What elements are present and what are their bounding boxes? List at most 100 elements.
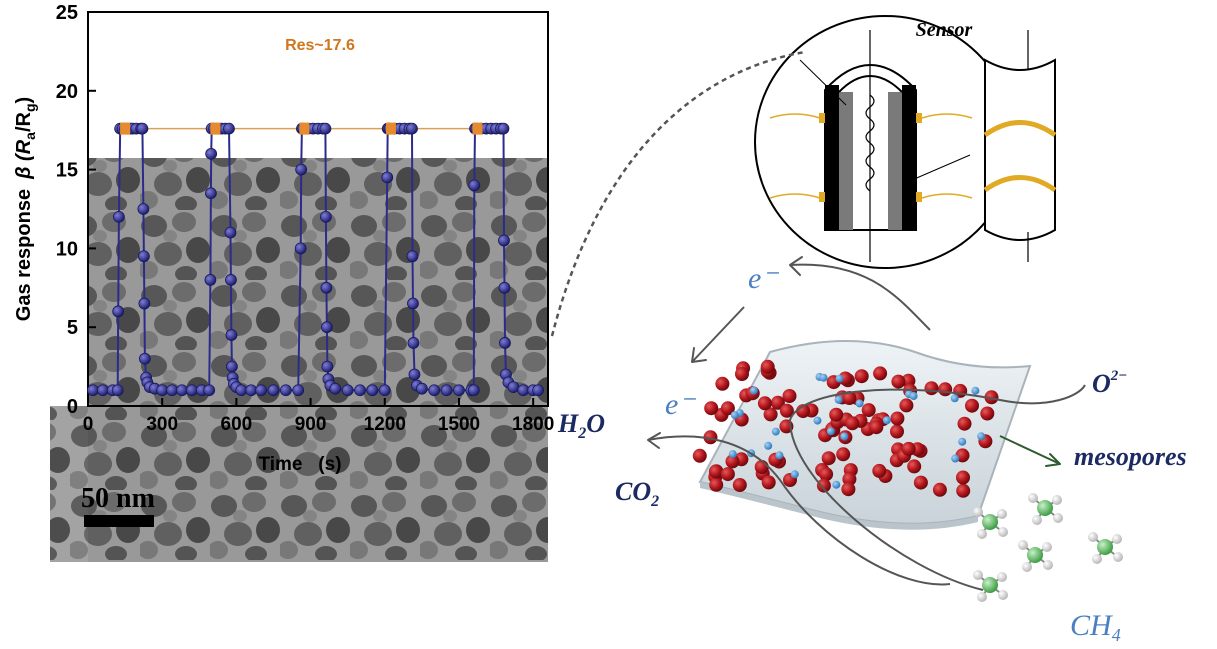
data-marker bbox=[255, 384, 268, 397]
oxide-sphere bbox=[735, 367, 749, 381]
data-marker bbox=[378, 384, 391, 397]
carbon-atom bbox=[1037, 500, 1053, 516]
sensor-label: Sensor bbox=[916, 19, 973, 41]
peak-marker bbox=[223, 122, 235, 135]
dopant-sphere bbox=[790, 470, 799, 479]
scale-bar: 50 nm bbox=[81, 483, 155, 527]
dopant-sphere bbox=[950, 394, 959, 403]
data-marker bbox=[137, 250, 150, 263]
oxide-sphere bbox=[819, 467, 834, 482]
carbon-atom bbox=[982, 577, 998, 593]
data-marker bbox=[498, 281, 511, 294]
methane-molecule bbox=[1018, 540, 1053, 572]
oxide-sphere bbox=[984, 390, 999, 405]
data-marker bbox=[408, 368, 421, 381]
hydrogen-atom bbox=[1043, 560, 1053, 570]
hydrogen-atom bbox=[1088, 532, 1098, 542]
peak-marker bbox=[319, 122, 332, 135]
data-marker bbox=[185, 384, 198, 397]
oxide-sphere bbox=[782, 389, 797, 403]
hydrogen-atom bbox=[973, 507, 983, 517]
hydrogen-atom bbox=[1112, 534, 1122, 544]
oxide-sphere bbox=[842, 391, 857, 405]
plot-frame bbox=[87, 11, 549, 407]
hydrogen-atom bbox=[973, 570, 983, 580]
electron-label-top: e⁻ bbox=[748, 262, 779, 295]
data-marker bbox=[341, 384, 354, 397]
data-marker bbox=[468, 179, 481, 192]
data-marker bbox=[225, 329, 238, 341]
data-marker bbox=[204, 274, 217, 286]
data-marker bbox=[407, 337, 420, 349]
hydrogen-atom bbox=[1042, 542, 1052, 552]
oxide-sphere bbox=[913, 475, 928, 490]
peak-highlight-marker bbox=[472, 122, 483, 135]
oxide-sphere bbox=[720, 467, 735, 482]
dopant-sphere bbox=[826, 427, 835, 436]
data-marker bbox=[245, 384, 258, 397]
y-tick-label: 10 bbox=[56, 238, 78, 260]
chart-annotation: Res~17.6 bbox=[285, 37, 355, 54]
y-tick-label: 0 bbox=[67, 396, 78, 418]
hydrogen-atom bbox=[1052, 495, 1062, 505]
peak-marker bbox=[406, 122, 418, 135]
oxide-sphere bbox=[720, 401, 735, 416]
data-marker bbox=[138, 352, 151, 365]
hydrogen-atom bbox=[998, 527, 1008, 537]
oxide-sphere bbox=[708, 464, 723, 479]
data-marker bbox=[517, 384, 530, 397]
data-marker bbox=[224, 226, 237, 239]
oxide-sphere bbox=[873, 366, 888, 381]
x-tick-label: 1500 bbox=[438, 414, 480, 435]
carbon-atom bbox=[982, 514, 998, 530]
carbon-atom bbox=[1097, 539, 1113, 555]
oxide-sphere bbox=[869, 420, 884, 435]
data-marker bbox=[205, 187, 217, 200]
y-tick-label: 25 bbox=[56, 2, 78, 24]
oxide-sphere bbox=[761, 475, 776, 490]
oxide-sphere bbox=[957, 416, 972, 431]
dopant-sphere bbox=[775, 451, 784, 460]
data-marker bbox=[137, 203, 150, 215]
dopant-sphere bbox=[909, 392, 918, 400]
hydrogen-atom bbox=[1092, 554, 1102, 564]
dopant-sphere bbox=[819, 373, 828, 382]
data-marker bbox=[407, 297, 419, 310]
methane-molecules bbox=[973, 493, 1123, 602]
data-marker bbox=[366, 384, 379, 397]
x-tick-label: 1800 bbox=[512, 414, 554, 435]
oxide-sphere bbox=[703, 430, 718, 445]
data-marker bbox=[226, 360, 238, 373]
data-marker bbox=[294, 242, 307, 255]
oxide-sphere bbox=[907, 459, 922, 474]
peak-highlight-marker bbox=[210, 122, 221, 135]
dashed-connector bbox=[550, 50, 806, 337]
data-marker bbox=[138, 297, 151, 310]
data-marker bbox=[507, 381, 520, 393]
hydrogen-atom bbox=[998, 590, 1008, 600]
y-tick-label: 5 bbox=[67, 317, 78, 339]
oxide-sphere bbox=[956, 483, 971, 498]
data-marker bbox=[329, 382, 342, 395]
oxide-sphere bbox=[956, 470, 970, 485]
x-tick-label: 900 bbox=[295, 414, 327, 435]
mesopores-label: mesopores bbox=[1074, 442, 1187, 471]
data-marker bbox=[205, 147, 218, 160]
hydrogen-atom bbox=[1028, 493, 1038, 503]
hydrogen-atom bbox=[977, 529, 987, 539]
x-tick-label: 0 bbox=[83, 414, 94, 435]
data-marker bbox=[267, 384, 280, 397]
data-marker bbox=[166, 384, 178, 397]
water-label: H2O bbox=[557, 409, 605, 442]
oxide-sphere bbox=[965, 398, 979, 413]
oxide-sphere bbox=[842, 472, 857, 487]
dopant-sphere bbox=[882, 416, 891, 425]
peak-highlight-marker bbox=[120, 122, 131, 135]
oxide-sphere bbox=[709, 477, 724, 492]
data-marker bbox=[467, 384, 480, 397]
data-marker bbox=[428, 384, 441, 397]
data-marker bbox=[176, 384, 188, 397]
